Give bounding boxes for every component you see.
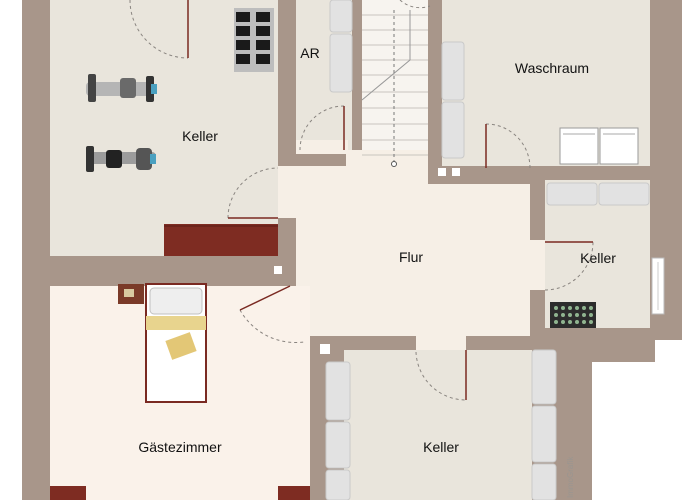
room-label-flur: Flur — [398, 249, 424, 265]
room-label-keller-east: Keller — [580, 250, 616, 266]
exterior-cutout-right — [655, 340, 700, 500]
waschraum-shelf — [441, 41, 465, 159]
room-label-keller-south: Keller — [423, 439, 459, 455]
room-flur — [278, 166, 530, 336]
bed — [145, 283, 207, 403]
dumbbell-rack — [234, 8, 274, 72]
keller-south-shelf-right — [531, 349, 557, 500]
cabinet-left — [50, 486, 86, 500]
storage-cabinet — [164, 224, 278, 256]
room-keller-south — [344, 350, 532, 500]
keller-east-shelf — [546, 182, 650, 206]
room-label-gaestezimmer: Gästezimmer — [138, 439, 222, 455]
ar-shelf — [329, 0, 353, 93]
stairs — [362, 14, 428, 156]
exterior-light-well — [592, 362, 660, 500]
cabinet-right — [278, 486, 310, 500]
bottle-crates — [550, 302, 596, 328]
room-label-keller-gym: Keller — [182, 128, 218, 144]
room-label-waschraum: Waschraum — [514, 60, 590, 76]
keller-south-shelf-left — [325, 361, 351, 500]
room-label-ar: AR — [300, 45, 320, 61]
exercise-bike-icon — [86, 74, 157, 102]
staircase — [362, 0, 428, 165]
watermark: ImmoGrafik — [566, 456, 575, 498]
rowing-machine-icon — [86, 146, 156, 172]
